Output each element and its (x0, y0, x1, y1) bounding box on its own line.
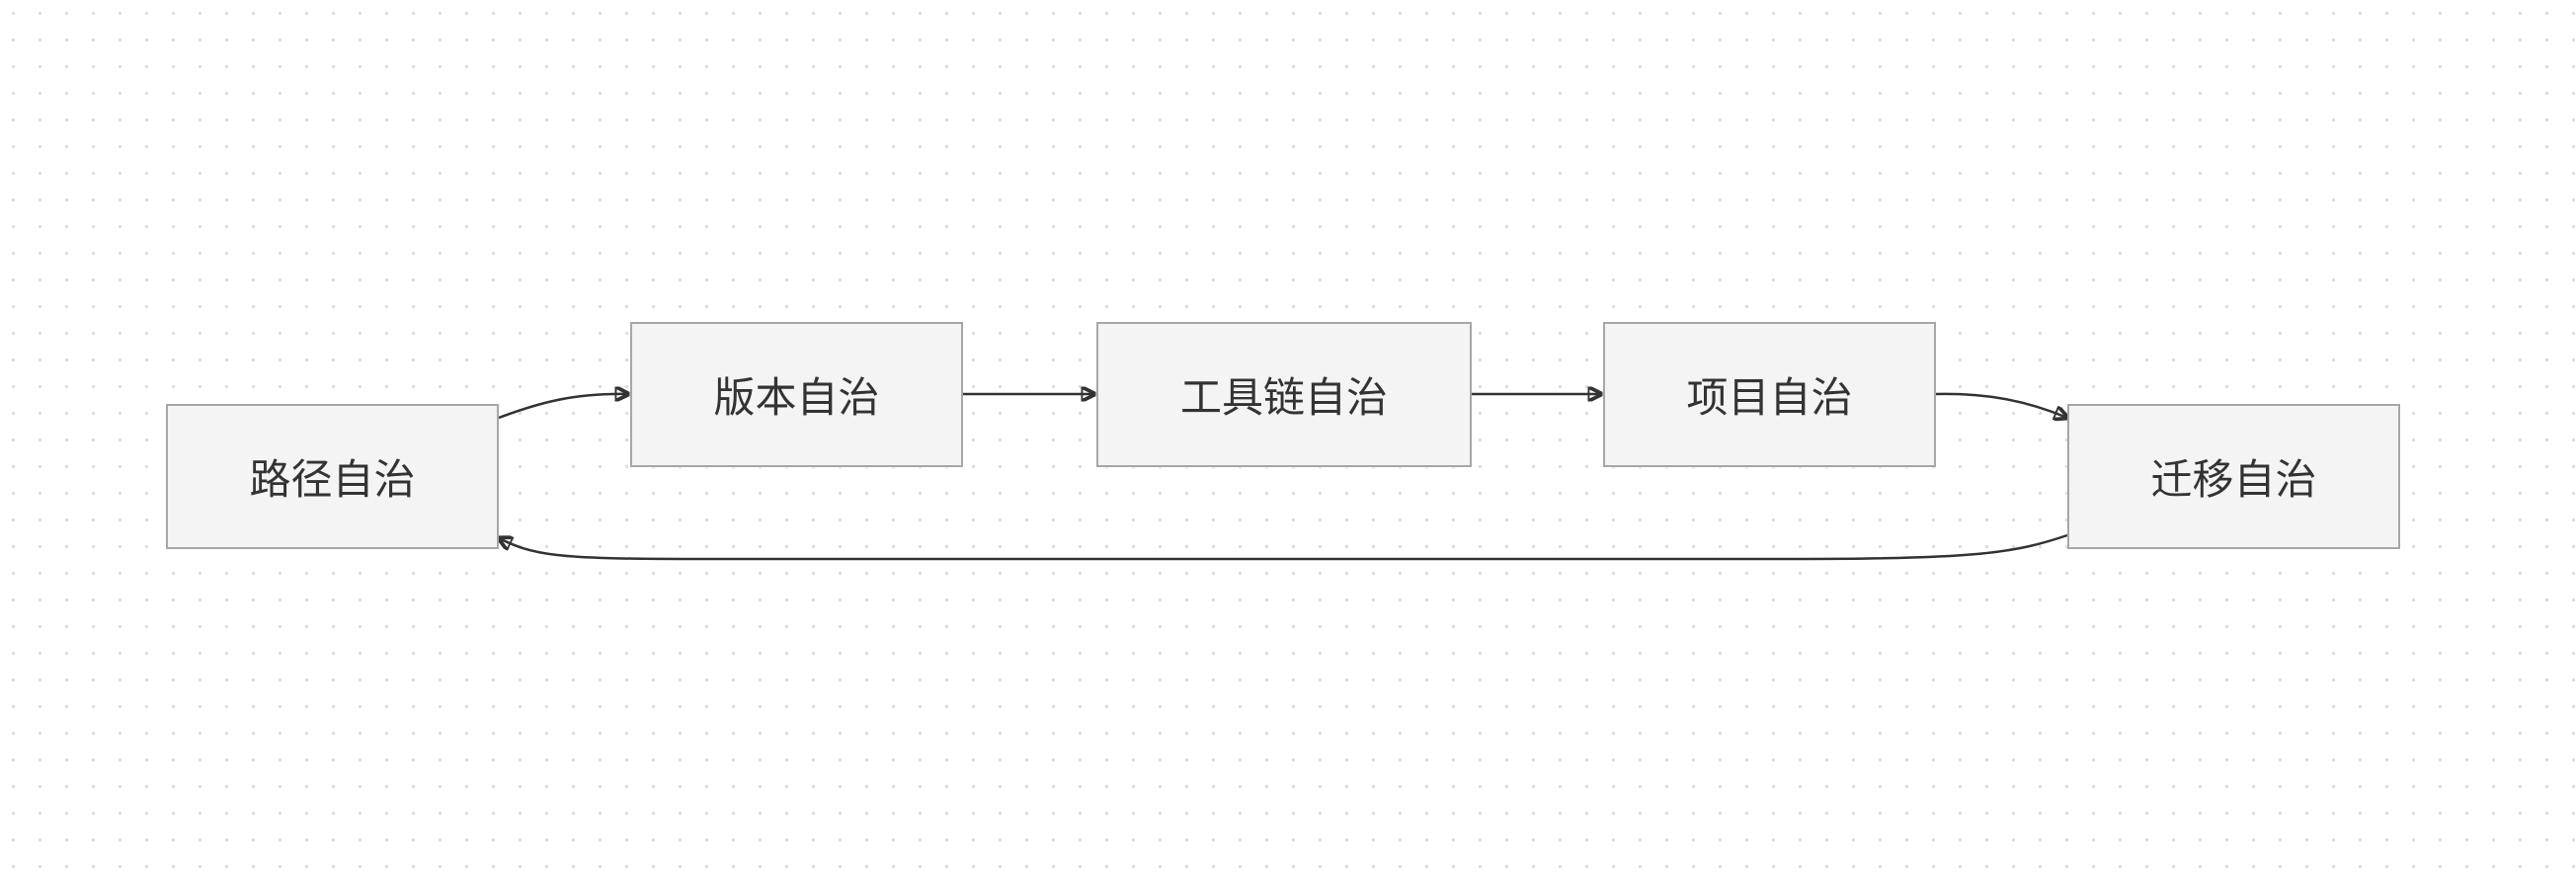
edge-path-to-version (498, 394, 628, 420)
node-label: 路径自治 (249, 455, 416, 504)
node-project-autonomy: 项目自治 (1603, 322, 1936, 467)
node-label: 工具链自治 (1179, 373, 1388, 422)
node-label: 版本自治 (713, 373, 880, 422)
node-migration-autonomy: 迁移自治 (2067, 404, 2400, 549)
edge-migrate-to-path (499, 533, 2068, 561)
node-path-autonomy: 路径自治 (166, 404, 499, 549)
node-version-autonomy: 版本自治 (630, 322, 963, 467)
node-label: 迁移自治 (2150, 455, 2317, 504)
edge-project-to-migrate (1935, 392, 2067, 418)
node-toolchain-autonomy: 工具链自治 (1096, 322, 1472, 467)
node-label: 项目自治 (1686, 373, 1853, 422)
